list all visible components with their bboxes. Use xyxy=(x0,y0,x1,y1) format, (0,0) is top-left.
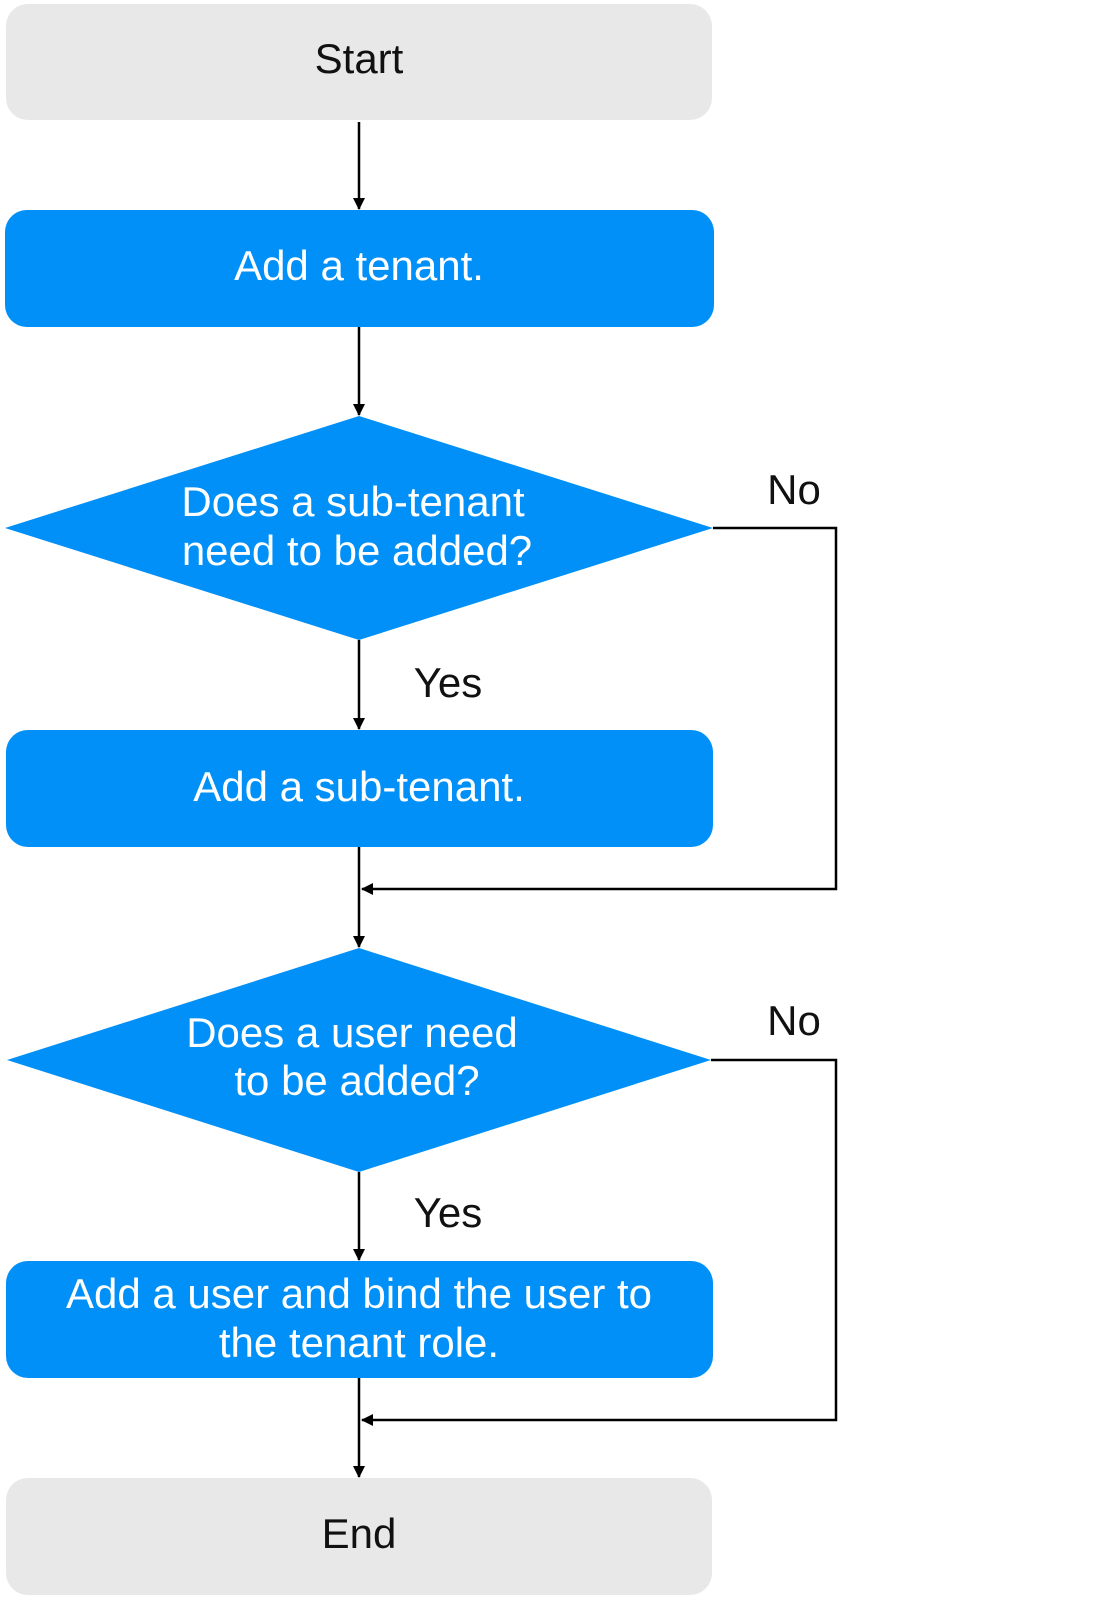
decision-subtenant-yes-label: Yes xyxy=(414,659,483,706)
decision-subtenant-node: Does a sub-tenant need to be added? xyxy=(5,416,713,640)
decision-subtenant-no-label: No xyxy=(767,466,821,513)
decision-subtenant-line2: need to be added? xyxy=(182,527,532,574)
add-tenant-label: Add a tenant. xyxy=(234,242,484,289)
add-subtenant-label: Add a sub-tenant. xyxy=(193,763,525,810)
path-decision-user-no xyxy=(361,1058,838,1426)
decision-user-shape xyxy=(7,948,711,1172)
decision-user-line2: to be added? xyxy=(234,1057,479,1104)
add-subtenant-shape xyxy=(6,730,713,847)
end-node: End xyxy=(6,1478,712,1595)
add-tenant-node: Add a tenant. xyxy=(5,210,714,327)
add-user-line2: the tenant role. xyxy=(219,1319,499,1366)
decision-user-no-label: No xyxy=(767,997,821,1044)
decision-user-yes-label: Yes xyxy=(414,1189,483,1236)
end-label: End xyxy=(322,1510,397,1557)
path-decision-subtenant-no xyxy=(361,526,838,895)
end-shape xyxy=(6,1478,712,1595)
add-user-shape xyxy=(6,1261,713,1378)
add-subtenant-node: Add a sub-tenant. xyxy=(6,730,713,847)
add-user-line1: Add a user and bind the user to xyxy=(66,1270,652,1317)
decision-user-node: Does a user need to be added? xyxy=(7,948,711,1172)
decision-subtenant-shape xyxy=(5,416,713,640)
start-shape xyxy=(6,4,712,120)
start-label: Start xyxy=(315,35,404,82)
decision-user-line1: Does a user need xyxy=(186,1009,518,1056)
add-user-node: Add a user and bind the user to the tena… xyxy=(6,1261,713,1378)
decision-subtenant-line1: Does a sub-tenant xyxy=(181,478,525,525)
start-node: Start xyxy=(6,4,712,120)
add-tenant-shape xyxy=(5,210,714,327)
